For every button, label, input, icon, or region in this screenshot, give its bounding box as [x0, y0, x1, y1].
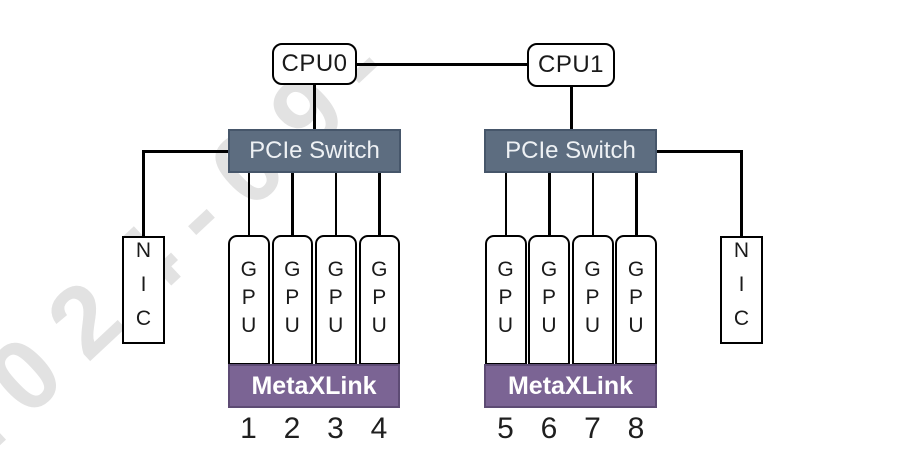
pcie-switch-right-label: PCIe Switch	[505, 137, 636, 164]
gpu-number-1: 1	[240, 412, 257, 445]
connector-cpu1-switch	[570, 87, 573, 131]
metaxlink-bar-right: MetaXLink	[484, 364, 657, 408]
gpu-label: GPU	[280, 258, 304, 342]
metaxlink-left-label: MetaXLink	[251, 371, 377, 400]
connector-switch-gpu8	[635, 173, 638, 237]
connector-cpu0-cpu1	[357, 63, 527, 66]
gpu-number-7: 7	[584, 412, 601, 445]
cpu1-label: CPU1	[537, 51, 605, 78]
cpu0-node: CPU0	[272, 43, 357, 85]
cpu0-label: CPU0	[281, 50, 348, 77]
connector-switch-nic-left-h	[143, 150, 229, 153]
connector-switch-gpu7	[591, 173, 594, 237]
nic-node-left: NIC	[122, 236, 165, 344]
gpu-label: GPU	[494, 258, 517, 342]
gpu-node-3: GPU	[315, 235, 357, 365]
connector-switch-nic-right-h	[656, 150, 742, 153]
pcie-switch-left-label: PCIe Switch	[249, 137, 380, 164]
gpu-label: GPU	[624, 258, 648, 342]
connector-switch-gpu6	[548, 173, 551, 237]
gpu-label: GPU	[367, 258, 391, 342]
metaxlink-right-label: MetaXLink	[507, 371, 634, 400]
connector-switch-gpu3	[334, 173, 337, 237]
connector-switch-nic-left-v	[142, 150, 145, 237]
gpu-node-1: GPU	[228, 235, 270, 365]
gpu-node-7: GPU	[571, 235, 614, 365]
gpu-label: GPU	[537, 258, 561, 342]
connector-switch-gpu1	[247, 173, 250, 237]
connector-switch-nic-right-v	[740, 150, 743, 237]
gpu-label: GPU	[581, 258, 604, 342]
connector-cpu0-switch	[313, 85, 316, 131]
connector-switch-gpu4	[378, 173, 381, 237]
gpu-number-5: 5	[497, 412, 514, 445]
gpu-node-5: GPU	[484, 235, 527, 365]
gpu-node-8: GPU	[615, 235, 657, 365]
gpu-label: GPU	[237, 258, 261, 342]
gpu-number-4: 4	[370, 412, 388, 445]
pcie-switch-left: PCIe Switch	[228, 129, 401, 173]
gpu-number-8: 8	[627, 412, 645, 445]
nic-right-label: NIC	[730, 239, 753, 341]
gpu-number-3: 3	[327, 412, 344, 445]
nic-left-label: NIC	[132, 239, 155, 341]
gpu-number-6: 6	[540, 412, 558, 445]
gpu-node-4: GPU	[358, 235, 400, 365]
gpu-label: GPU	[324, 258, 348, 342]
metaxlink-bar-left: MetaXLink	[228, 364, 400, 408]
pcie-switch-right: PCIe Switch	[484, 129, 657, 173]
connector-switch-gpu5	[504, 173, 507, 237]
cpu1-node: CPU1	[527, 43, 615, 87]
gpu-node-6: GPU	[528, 235, 570, 365]
gpu-number-2: 2	[283, 412, 301, 445]
connector-switch-gpu2	[291, 173, 294, 237]
nic-node-right: NIC	[720, 236, 763, 344]
gpu-node-2: GPU	[271, 235, 313, 365]
